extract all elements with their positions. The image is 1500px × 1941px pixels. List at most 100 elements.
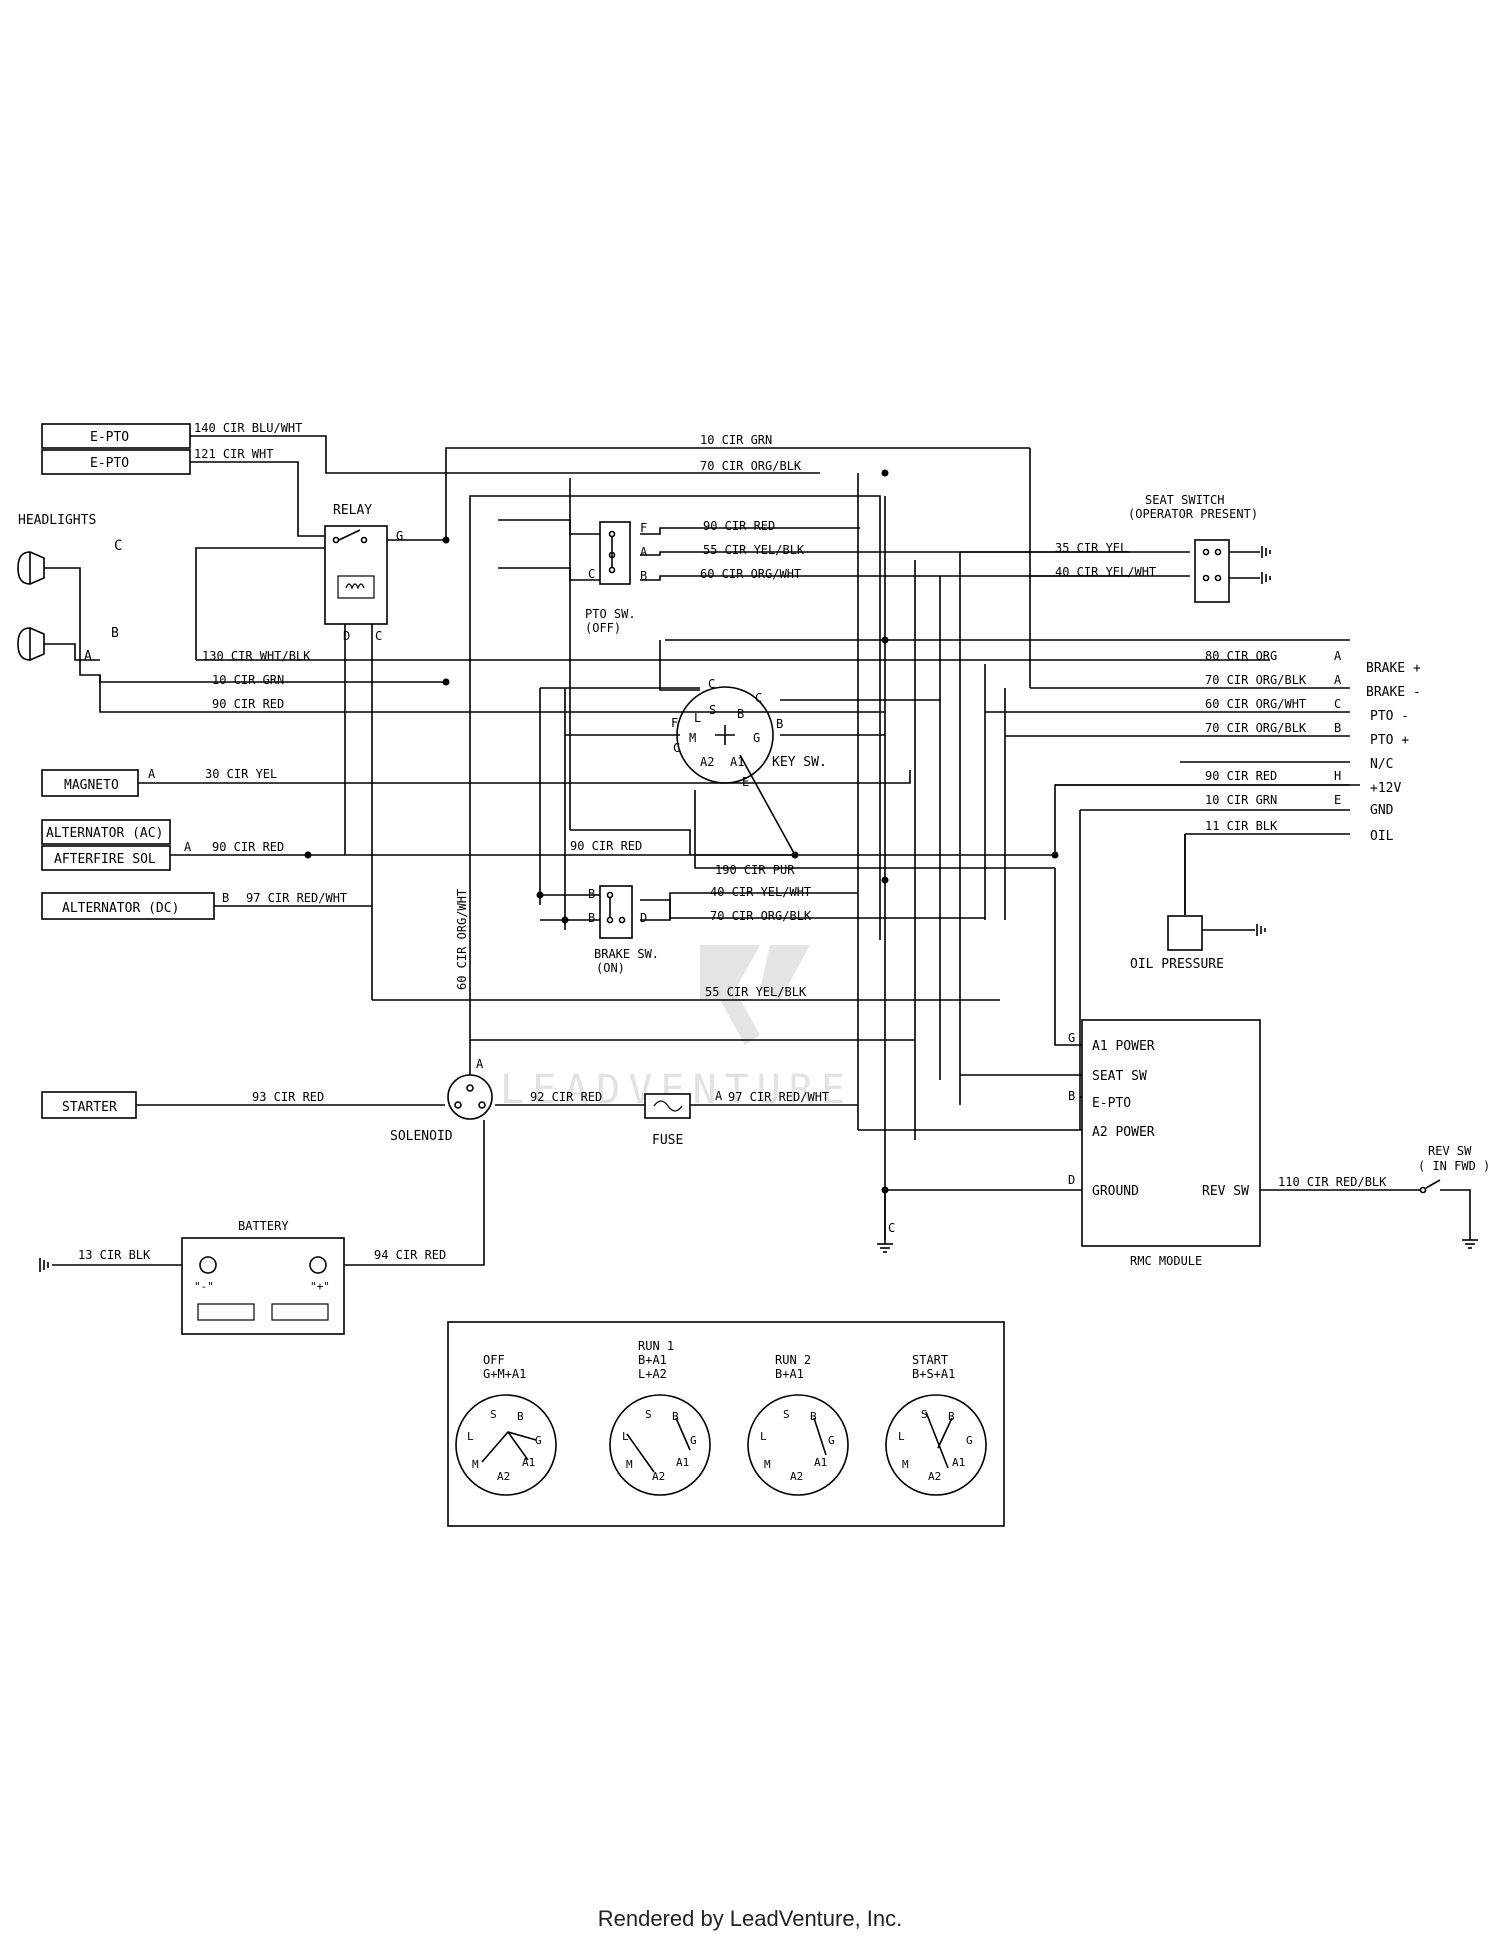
- seat-switch: SEAT SWITCH (OPERATOR PRESENT): [1128, 493, 1271, 603]
- svg-text:190 CIR PUR: 190 CIR PUR: [715, 863, 795, 877]
- svg-text:H: H: [1334, 769, 1341, 783]
- svg-text:G: G: [966, 1434, 973, 1447]
- svg-text:OFF: OFF: [483, 1353, 505, 1367]
- relay: RELAY G D C: [324, 503, 403, 643]
- svg-text:A: A: [476, 1057, 484, 1071]
- svg-text:G: G: [396, 529, 403, 543]
- svg-text:STARTER: STARTER: [62, 1100, 117, 1115]
- svg-text:SEAT SW: SEAT SW: [1092, 1069, 1147, 1084]
- svg-text:A: A: [715, 1089, 723, 1103]
- svg-text:B+S+A1: B+S+A1: [912, 1367, 955, 1381]
- svg-text:B: B: [1334, 721, 1341, 735]
- svg-text:A: A: [1334, 649, 1342, 663]
- key-position-run2: RUN 2 B+A1 S B L G M A1 A2: [747, 1353, 849, 1496]
- svg-text:S: S: [921, 1408, 928, 1421]
- svg-text:10 CIR GRN: 10 CIR GRN: [212, 673, 284, 687]
- svg-text:B: B: [1068, 1089, 1075, 1103]
- afterfire-sol-block: AFTERFIRE SOL: [41, 845, 171, 871]
- svg-text:35 CIR YEL: 35 CIR YEL: [1055, 541, 1127, 555]
- svg-text:B+A1: B+A1: [775, 1367, 804, 1381]
- svg-text:93 CIR RED: 93 CIR RED: [252, 1090, 324, 1104]
- key-switch: C C S B L F B M G C A2 A1 E KEY SW.: [671, 677, 827, 789]
- svg-text:AFTERFIRE SOL: AFTERFIRE SOL: [54, 852, 156, 867]
- svg-text:REV SW: REV SW: [1202, 1184, 1249, 1199]
- svg-text:S: S: [709, 703, 716, 717]
- key-position-off: OFF G+M+A1 S B L G M A1 A2: [455, 1353, 557, 1496]
- svg-text:10 CIR GRN: 10 CIR GRN: [700, 433, 772, 447]
- svg-text:A: A: [640, 545, 648, 559]
- svg-text:130 CIR WHT/BLK: 130 CIR WHT/BLK: [202, 649, 311, 663]
- svg-text:A1: A1: [814, 1456, 827, 1469]
- svg-text:L: L: [898, 1430, 905, 1443]
- svg-text:40 CIR YEL/WHT: 40 CIR YEL/WHT: [1055, 565, 1156, 579]
- svg-text:"-": "-": [194, 1280, 214, 1293]
- svg-text:G: G: [1068, 1031, 1075, 1045]
- svg-text:90 CIR RED: 90 CIR RED: [1205, 769, 1277, 783]
- rmc-module: A1 POWER SEAT SW E-PTO A2 POWER GROUND R…: [1068, 1019, 1261, 1268]
- svg-text:GROUND: GROUND: [1092, 1184, 1139, 1199]
- svg-text:D: D: [343, 629, 350, 643]
- svg-text:PTO SW.: PTO SW.: [585, 607, 636, 621]
- svg-text:M: M: [902, 1458, 909, 1471]
- svg-text:70 CIR ORG/BLK: 70 CIR ORG/BLK: [1205, 721, 1307, 735]
- svg-text:(OFF): (OFF): [585, 621, 621, 635]
- svg-text:E: E: [1334, 793, 1341, 807]
- svg-text:70 CIR ORG/BLK: 70 CIR ORG/BLK: [710, 909, 812, 923]
- svg-text:ALTERNATOR (DC): ALTERNATOR (DC): [62, 901, 179, 916]
- svg-text:A1: A1: [952, 1456, 965, 1469]
- svg-text:A2: A2: [928, 1470, 941, 1483]
- svg-text:L: L: [694, 711, 701, 725]
- svg-text:110 CIR RED/BLK: 110 CIR RED/BLK: [1278, 1175, 1387, 1189]
- svg-text:+12V: +12V: [1370, 781, 1401, 796]
- svg-text:A2: A2: [790, 1470, 803, 1483]
- svg-text:A1: A1: [522, 1456, 535, 1469]
- svg-text:G: G: [753, 731, 760, 745]
- svg-text:MAGNETO: MAGNETO: [64, 778, 119, 793]
- svg-text:B: B: [588, 911, 595, 925]
- svg-text:M: M: [626, 1458, 633, 1471]
- svg-text:F: F: [671, 716, 678, 730]
- svg-text:A: A: [184, 840, 192, 854]
- svg-text:OIL: OIL: [1370, 829, 1394, 844]
- svg-text:70 CIR ORG/BLK: 70 CIR ORG/BLK: [700, 459, 802, 473]
- svg-text:92 CIR RED: 92 CIR RED: [530, 1090, 602, 1104]
- svg-text:A2: A2: [497, 1470, 510, 1483]
- svg-text:B: B: [810, 1410, 817, 1423]
- svg-text:A1: A1: [676, 1456, 689, 1469]
- svg-text:(OPERATOR PRESENT): (OPERATOR PRESENT): [1128, 507, 1258, 521]
- svg-text:G: G: [535, 1434, 542, 1447]
- starter-block: STARTER: [41, 1091, 137, 1119]
- svg-text:G: G: [828, 1434, 835, 1447]
- ground-icon: [39, 1258, 49, 1272]
- watermark: LEADVENTURE: [500, 945, 845, 1113]
- svg-text:GND: GND: [1370, 803, 1394, 818]
- alternator-dc-block: ALTERNATOR (DC): [41, 892, 215, 920]
- svg-text:M: M: [764, 1458, 771, 1471]
- svg-text:11 CIR BLK: 11 CIR BLK: [1205, 819, 1278, 833]
- svg-text:OIL PRESSURE: OIL PRESSURE: [1130, 957, 1224, 972]
- magneto-block: MAGNETO: [41, 769, 139, 797]
- svg-text:START: START: [912, 1353, 948, 1367]
- svg-text:A2 POWER: A2 POWER: [1092, 1125, 1155, 1140]
- svg-text:RUN 2: RUN 2: [775, 1353, 811, 1367]
- svg-text:A2: A2: [652, 1470, 665, 1483]
- svg-text:140 CIR BLU/WHT: 140 CIR BLU/WHT: [194, 421, 302, 435]
- svg-text:94 CIR RED: 94 CIR RED: [374, 1248, 446, 1262]
- svg-text:55 CIR YEL/BLK: 55 CIR YEL/BLK: [705, 985, 807, 999]
- fuse: A FUSE: [644, 1089, 723, 1148]
- svg-text:G: G: [690, 1434, 697, 1447]
- svg-text:RELAY: RELAY: [333, 503, 372, 518]
- ground-icon: C: [877, 1221, 895, 1253]
- svg-text:( IN FWD ): ( IN FWD ): [1418, 1159, 1490, 1173]
- ground-icon: [1261, 546, 1271, 584]
- brake-switch: B B D BRAKE SW. (ON): [588, 885, 659, 975]
- rev-switch: REV SW ( IN FWD ): [1418, 1144, 1490, 1249]
- svg-text:B: B: [111, 626, 119, 641]
- svg-text:B: B: [672, 1410, 679, 1423]
- svg-text:40 CIR YEL/WHT: 40 CIR YEL/WHT: [710, 885, 811, 899]
- alternator-ac-block: ALTERNATOR (AC): [41, 819, 171, 845]
- svg-text:90 CIR RED: 90 CIR RED: [212, 840, 284, 854]
- svg-text:M: M: [689, 731, 696, 745]
- svg-text:A: A: [84, 649, 92, 664]
